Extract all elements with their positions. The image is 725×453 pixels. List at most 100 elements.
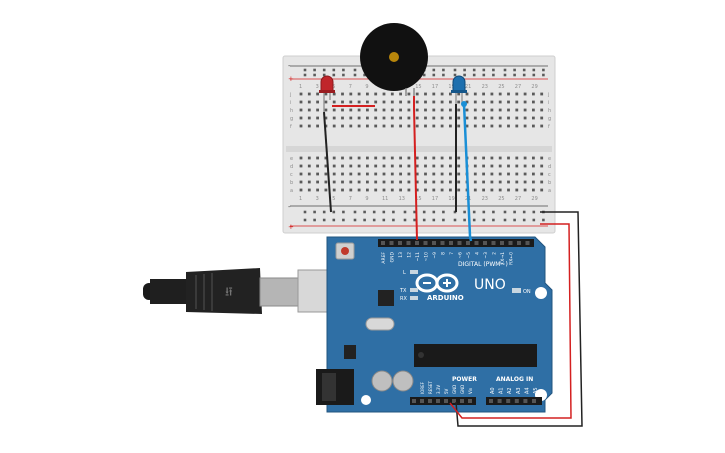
rail-hole[interactable] bbox=[313, 210, 316, 214]
breadboard-hole[interactable] bbox=[390, 180, 394, 184]
breadboard-hole[interactable] bbox=[349, 124, 353, 128]
breadboard-hole[interactable] bbox=[341, 100, 344, 104]
breadboard-hole[interactable] bbox=[424, 116, 427, 120]
breadboard-hole[interactable] bbox=[407, 108, 411, 112]
wire-red-buzzer-pin[interactable] bbox=[413, 96, 418, 241]
breadboard-hole[interactable] bbox=[332, 172, 336, 176]
breadboard-hole[interactable] bbox=[540, 156, 544, 160]
header-hole[interactable] bbox=[523, 399, 528, 403]
rail-hole[interactable] bbox=[303, 73, 307, 77]
blue-led[interactable] bbox=[451, 75, 467, 104]
rail-hole[interactable] bbox=[532, 218, 536, 222]
breadboard-hole[interactable] bbox=[415, 124, 419, 128]
header-hole[interactable] bbox=[432, 241, 436, 245]
breadboard-hole[interactable] bbox=[332, 156, 336, 160]
breadboard-hole[interactable] bbox=[332, 164, 336, 168]
rail-hole[interactable] bbox=[313, 68, 316, 72]
breadboard-hole[interactable] bbox=[532, 100, 535, 104]
breadboard-hole[interactable] bbox=[407, 172, 411, 176]
rail-hole[interactable] bbox=[372, 210, 376, 214]
breadboard-hole[interactable] bbox=[316, 100, 319, 104]
rail-hole[interactable] bbox=[392, 210, 395, 214]
breadboard-hole[interactable] bbox=[482, 124, 485, 128]
rail-hole[interactable] bbox=[472, 73, 476, 77]
breadboard-hole[interactable] bbox=[349, 100, 353, 104]
rail-hole[interactable] bbox=[482, 218, 486, 222]
rail-hole[interactable] bbox=[513, 218, 516, 222]
breadboard-hole[interactable] bbox=[490, 156, 494, 160]
breadboard-hole[interactable] bbox=[324, 100, 328, 104]
breadboard-hole[interactable] bbox=[332, 124, 336, 128]
rail-hole[interactable] bbox=[542, 73, 545, 77]
breadboard-hole[interactable] bbox=[449, 172, 452, 176]
breadboard-hole[interactable] bbox=[399, 164, 402, 168]
breadboard-hole[interactable] bbox=[366, 156, 369, 160]
rail-hole[interactable] bbox=[492, 68, 495, 72]
breadboard-hole[interactable] bbox=[415, 180, 419, 184]
header-hole[interactable] bbox=[514, 399, 519, 403]
breadboard-hole[interactable] bbox=[349, 108, 353, 112]
header-hole[interactable] bbox=[500, 241, 504, 245]
breadboard-hole[interactable] bbox=[307, 188, 311, 192]
breadboard-hole[interactable] bbox=[532, 108, 535, 112]
breadboard-hole[interactable] bbox=[341, 172, 344, 176]
breadboard-hole[interactable] bbox=[540, 108, 544, 112]
breadboard-hole[interactable] bbox=[299, 92, 303, 96]
rail-hole[interactable] bbox=[503, 218, 507, 222]
digital-header[interactable] bbox=[378, 239, 534, 247]
breadboard-hole[interactable] bbox=[507, 156, 510, 160]
breadboard-hole[interactable] bbox=[473, 108, 477, 112]
breadboard-hole[interactable] bbox=[324, 92, 328, 96]
rail-hole[interactable] bbox=[513, 68, 516, 72]
breadboard-hole[interactable] bbox=[515, 188, 519, 192]
rail-hole[interactable] bbox=[463, 73, 466, 77]
breadboard-hole[interactable] bbox=[523, 180, 527, 184]
rail-hole[interactable] bbox=[442, 218, 445, 222]
rail-hole[interactable] bbox=[422, 210, 426, 214]
breadboard-hole[interactable] bbox=[515, 92, 519, 96]
breadboard-hole[interactable] bbox=[498, 124, 502, 128]
rail-hole[interactable] bbox=[522, 73, 526, 77]
breadboard-hole[interactable] bbox=[424, 100, 427, 104]
breadboard-hole[interactable] bbox=[382, 172, 386, 176]
rail-hole[interactable] bbox=[522, 68, 526, 72]
rail-hole[interactable] bbox=[432, 218, 436, 222]
breadboard-hole[interactable] bbox=[307, 172, 311, 176]
rail-hole[interactable] bbox=[303, 210, 307, 214]
breadboard-hole[interactable] bbox=[532, 156, 535, 160]
rail-hole[interactable] bbox=[522, 218, 526, 222]
breadboard-hole[interactable] bbox=[324, 108, 328, 112]
breadboard-hole[interactable] bbox=[341, 108, 344, 112]
breadboard-hole[interactable] bbox=[532, 116, 535, 120]
breadboard-hole[interactable] bbox=[299, 164, 303, 168]
breadboard-hole[interactable] bbox=[490, 92, 494, 96]
breadboard-hole[interactable] bbox=[366, 180, 369, 184]
breadboard-hole[interactable] bbox=[507, 164, 510, 168]
usb-cable[interactable]: ⭿ bbox=[143, 268, 339, 314]
rail-hole[interactable] bbox=[513, 73, 516, 77]
breadboard-hole[interactable] bbox=[424, 108, 427, 112]
breadboard-hole[interactable] bbox=[507, 92, 510, 96]
breadboard-hole[interactable] bbox=[424, 172, 427, 176]
breadboard-hole[interactable] bbox=[332, 92, 336, 96]
breadboard-hole[interactable] bbox=[457, 92, 461, 96]
breadboard-hole[interactable] bbox=[507, 100, 510, 104]
rail-hole[interactable] bbox=[332, 210, 336, 214]
rail-hole[interactable] bbox=[332, 68, 336, 72]
breadboard-hole[interactable] bbox=[449, 124, 452, 128]
breadboard-hole[interactable] bbox=[515, 156, 519, 160]
breadboard-hole[interactable] bbox=[316, 164, 319, 168]
rail-hole[interactable] bbox=[382, 218, 386, 222]
breadboard-hole[interactable] bbox=[440, 180, 444, 184]
breadboard-hole[interactable] bbox=[523, 172, 527, 176]
breadboard-hole[interactable] bbox=[440, 116, 444, 120]
breadboard-hole[interactable] bbox=[332, 108, 336, 112]
breadboard-hole[interactable] bbox=[440, 100, 444, 104]
breadboard-hole[interactable] bbox=[374, 92, 378, 96]
breadboard-hole[interactable] bbox=[515, 124, 519, 128]
breadboard-hole[interactable] bbox=[532, 164, 535, 168]
breadboard-hole[interactable] bbox=[523, 100, 527, 104]
breadboard-hole[interactable] bbox=[498, 100, 502, 104]
breadboard-hole[interactable] bbox=[457, 116, 461, 120]
breadboard-hole[interactable] bbox=[424, 164, 427, 168]
